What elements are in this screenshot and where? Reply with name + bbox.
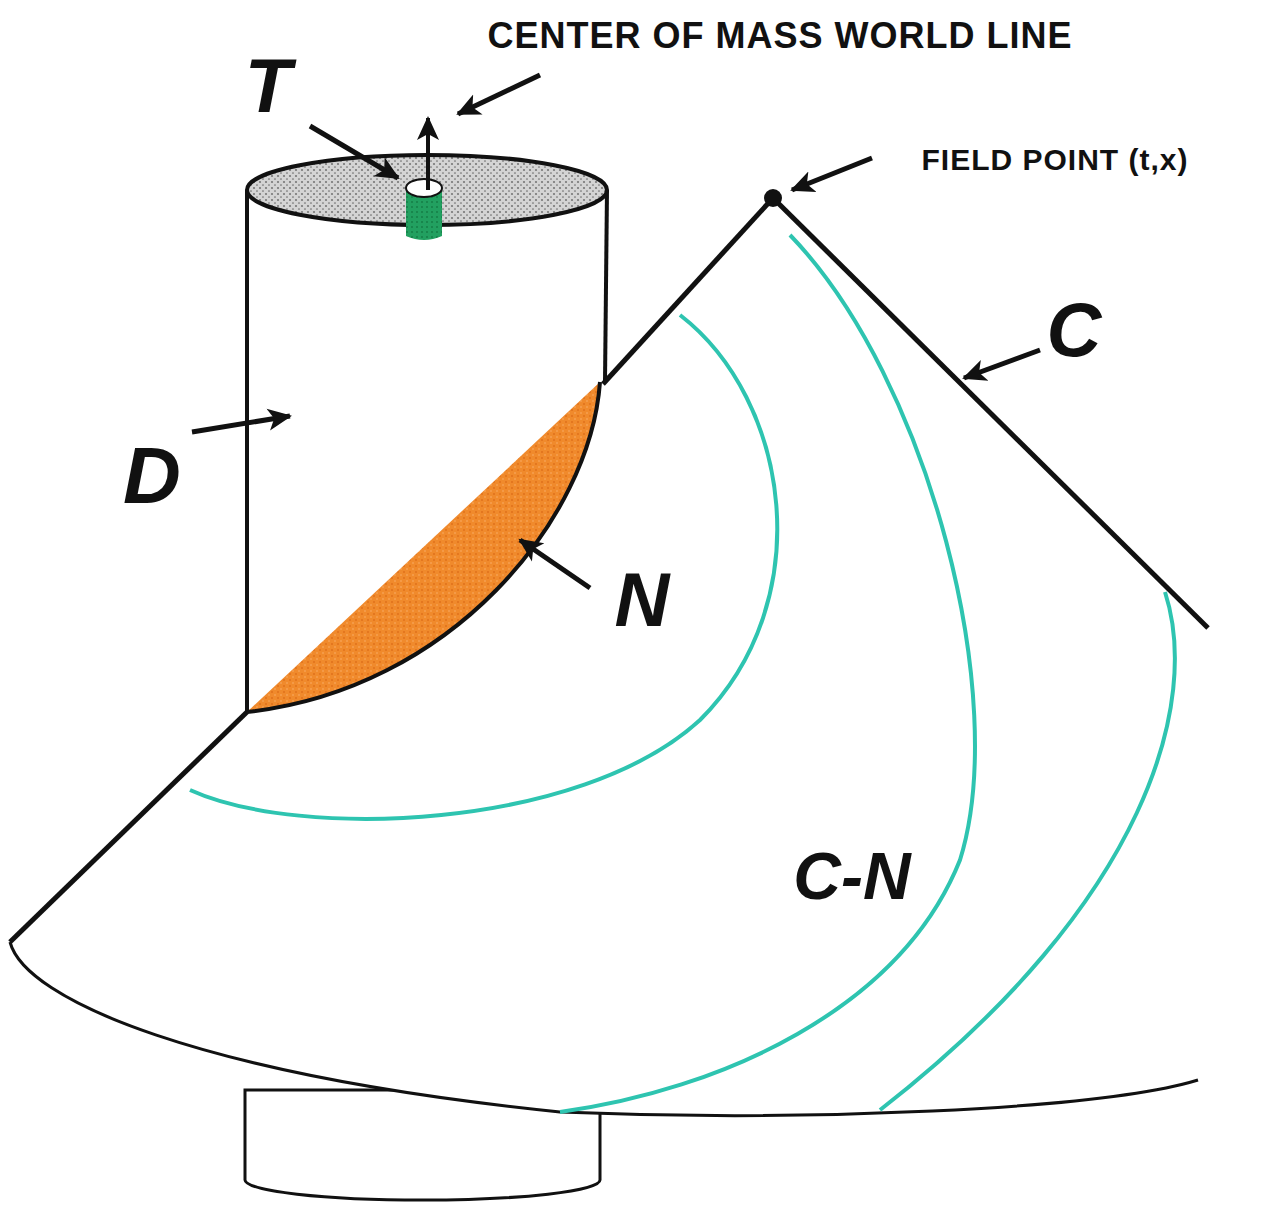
figure-label: C <box>1047 292 1102 368</box>
cone-curve <box>880 592 1175 1110</box>
cone-tube-intersection <box>247 382 600 712</box>
figure-label: FIELD POINT (t,x) <box>922 145 1189 175</box>
light-cone-surface <box>10 198 1208 1115</box>
cone-rim <box>10 942 1198 1115</box>
world-tube-edge <box>605 190 607 382</box>
leader-arrow <box>964 350 1040 378</box>
world-tube-body <box>247 190 607 712</box>
figure-label: T <box>245 48 291 124</box>
cone-curve <box>560 235 975 1112</box>
leader-arrow <box>192 416 290 432</box>
light-cone-edge <box>773 198 1208 628</box>
inner-tube-top <box>406 179 442 197</box>
world-tube-edge <box>245 190 249 712</box>
leader-arrow <box>458 75 540 114</box>
leader-arrow <box>520 540 590 588</box>
light-cone-edge <box>10 712 247 942</box>
figure-label: CENTER OF MASS WORLD LINE <box>488 18 1073 54</box>
figure-label: C-N <box>793 843 910 909</box>
field-point-dot <box>764 189 782 207</box>
region-n <box>247 382 600 712</box>
figure-label: N <box>615 562 670 638</box>
figure-label: D <box>123 436 181 516</box>
world-line-arrow <box>426 118 430 190</box>
light-cone-edge <box>603 198 773 384</box>
leader-arrow <box>310 126 398 178</box>
cone-curve <box>190 315 777 819</box>
leader-arrow <box>792 158 872 190</box>
